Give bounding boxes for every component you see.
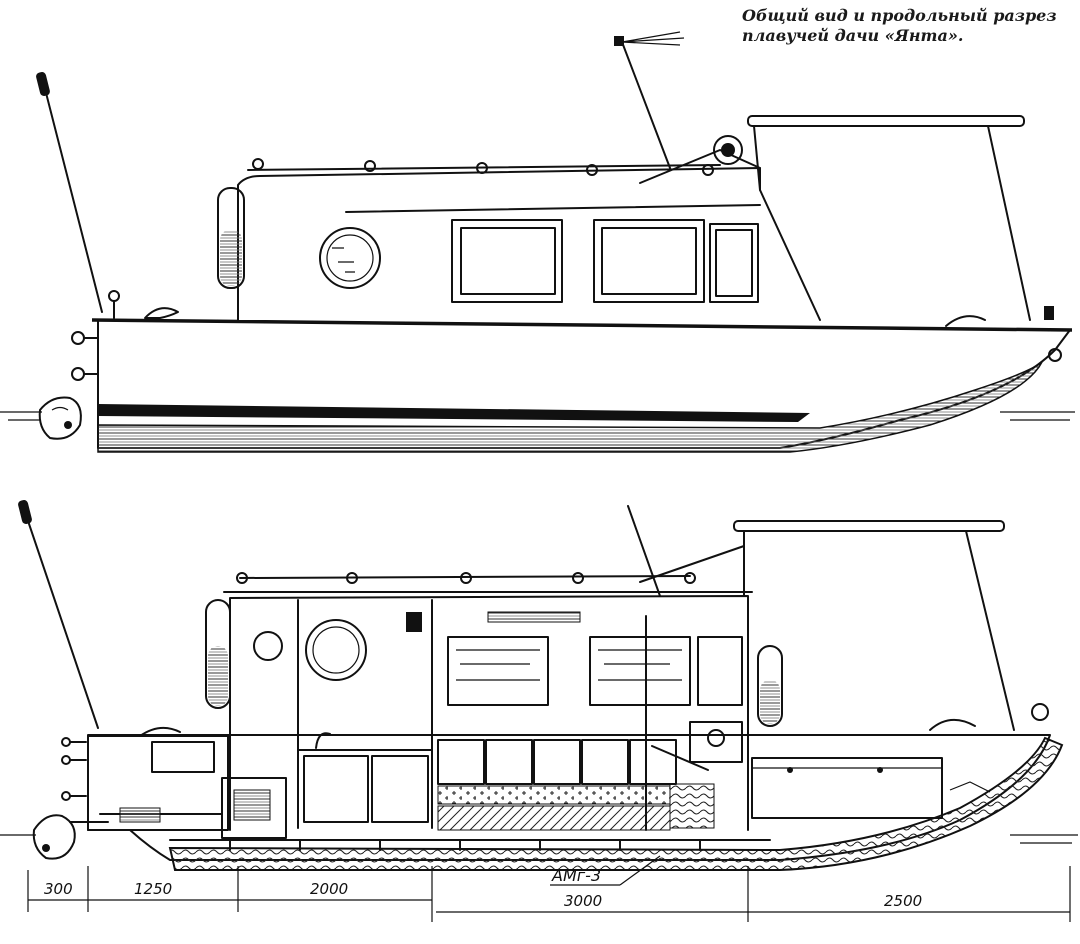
hull-top — [38, 318, 1073, 453]
caption-line-2: плавучей дачи «Янта». — [742, 26, 964, 45]
side-view — [0, 31, 1075, 453]
sofa-cabinets — [437, 739, 677, 785]
dim-2500: 2500 — [884, 892, 922, 910]
dim-2000: 2000 — [310, 880, 348, 898]
forward-locker — [747, 703, 1049, 819]
searchlight — [713, 135, 743, 165]
figure-caption: Общий вид и продольный разрез плавучей д… — [742, 6, 1072, 46]
longitudinal-section: АМг-3 300 1250 2000 3000 2500 — [0, 499, 1078, 922]
dim-300: 300 — [44, 880, 73, 898]
cleats-top — [108, 290, 986, 327]
flagstaff-left — [36, 71, 103, 313]
awning-section — [733, 520, 1015, 731]
dim-1250: 1250 — [134, 880, 172, 898]
waterline-top — [0, 411, 1075, 421]
waterline-bottom — [0, 834, 1078, 844]
radio-mast — [614, 31, 685, 169]
material-label: АМг-3 — [551, 866, 601, 885]
window-lines — [456, 649, 682, 681]
gas-cylinder-top — [217, 187, 245, 289]
dim-3000: 3000 — [564, 892, 602, 910]
gas-cylinder-section — [205, 599, 783, 727]
caption-line-1: Общий вид и продольный разрез — [742, 6, 1057, 25]
deckhouse — [237, 149, 821, 321]
floor-ribs — [229, 839, 701, 851]
engine-room — [61, 726, 287, 839]
material-callout: АМг-3 — [550, 855, 661, 886]
flagstaff-left-section — [18, 499, 99, 729]
cabin-section — [223, 505, 753, 831]
outboard-section — [32, 814, 109, 860]
awning-top — [747, 115, 1054, 321]
dimension-chain: 300 1250 2000 3000 2500 — [27, 866, 1071, 922]
